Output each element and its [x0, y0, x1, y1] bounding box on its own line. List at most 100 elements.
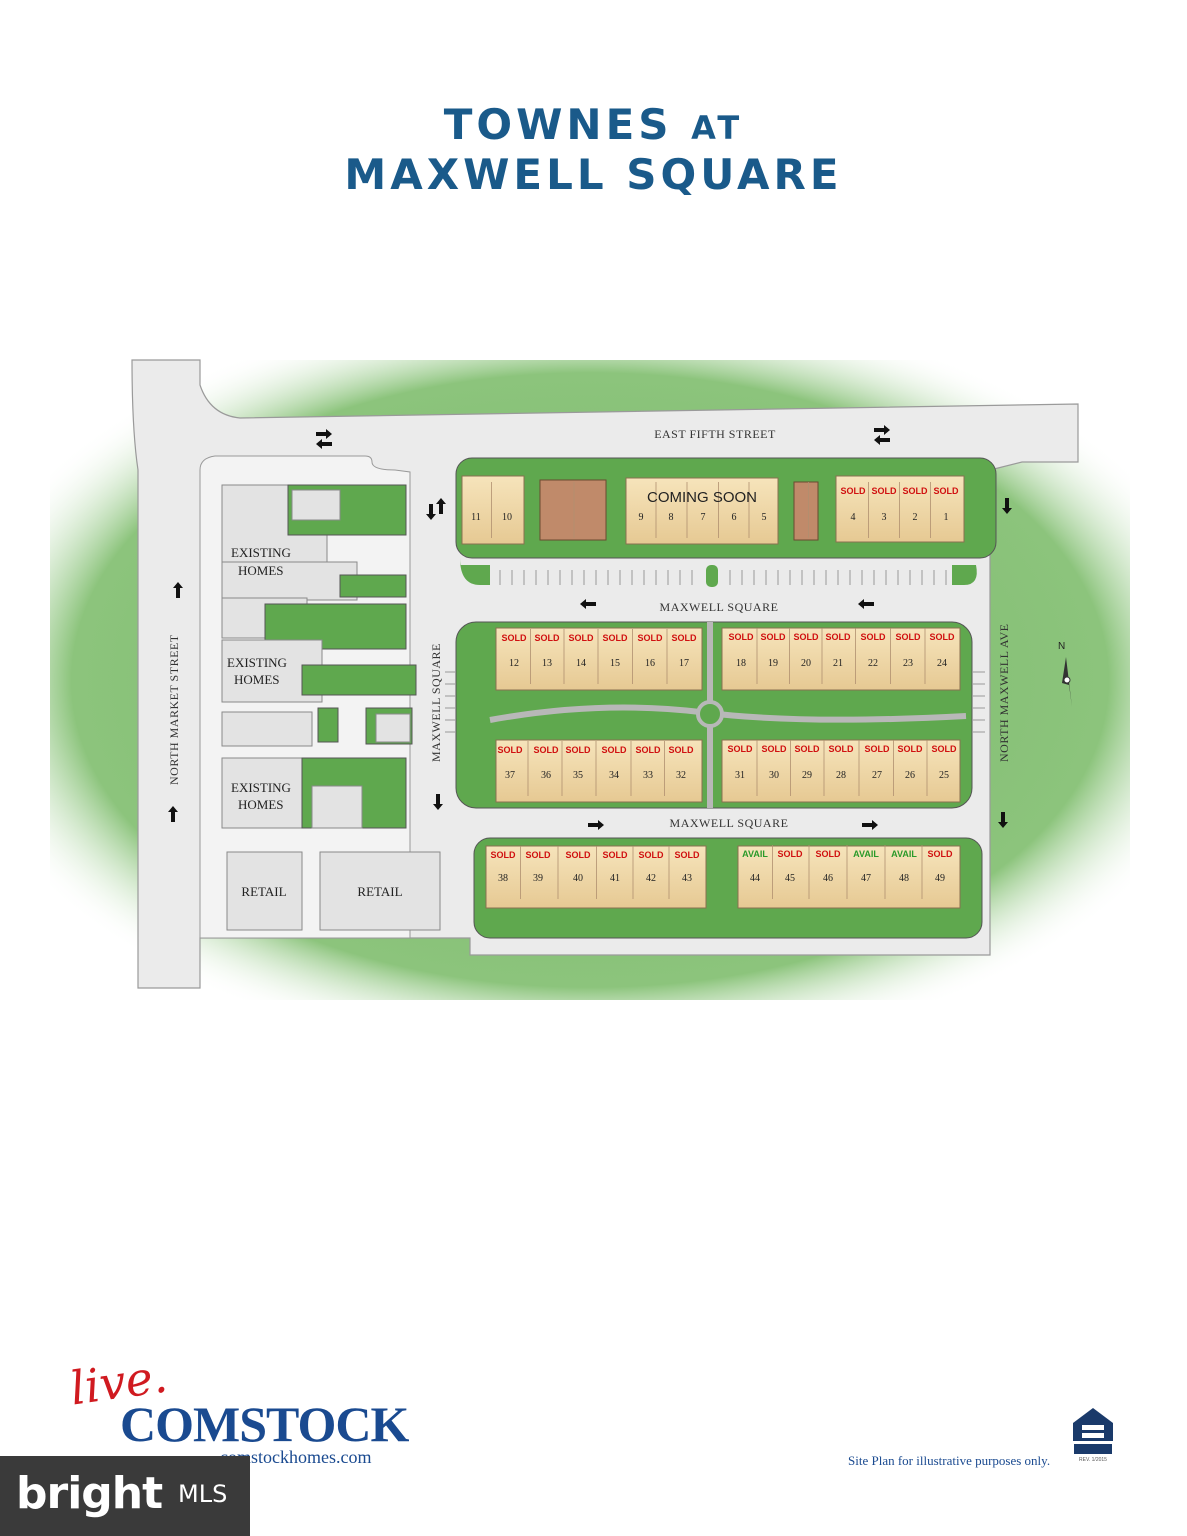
status-sold: SOLD: [760, 632, 786, 642]
status-sold: SOLD: [565, 850, 591, 860]
status-sold: SOLD: [929, 632, 955, 642]
unit-number: 16: [645, 658, 655, 669]
unit-number: 27: [872, 770, 882, 781]
unit-number: 26: [905, 770, 915, 781]
unit-number: 4: [851, 512, 856, 523]
status-sold: SOLD: [927, 849, 953, 859]
arrow-up-icon: [173, 582, 183, 598]
status-sold: SOLD: [828, 744, 854, 754]
unit-number: 18: [736, 658, 746, 669]
title-townes: TOWNES: [443, 100, 673, 149]
existing-label-2a: EXISTING: [227, 655, 287, 670]
existing-building-b: [793, 481, 819, 541]
status-sold: SOLD: [825, 632, 851, 642]
status-sold: SOLD: [534, 633, 560, 643]
unit-number: 10: [502, 512, 512, 523]
unit-number: 3: [882, 512, 887, 523]
street-east-fifth: EAST FIFTH STREET: [654, 427, 776, 441]
planter-mid: [706, 565, 718, 587]
unit-number: 2: [913, 512, 918, 523]
unit-9[interactable]: 9: [639, 512, 644, 523]
unit-number: 11: [471, 512, 481, 523]
equal-housing-icon: REV. 1/2015: [1070, 1405, 1116, 1463]
unit-8[interactable]: 8: [669, 512, 674, 523]
status-sold: SOLD: [565, 745, 591, 755]
unit-11[interactable]: 11: [471, 512, 481, 523]
retail-label-1: RETAIL: [241, 884, 286, 899]
yard-4: [301, 664, 417, 696]
unit-3[interactable]: SOLD 3: [871, 486, 897, 523]
arrow-up-icon: [168, 806, 178, 822]
arrow-right-icon: [588, 820, 604, 830]
arrow-down-icon: [1002, 498, 1012, 514]
unit-number: 14: [576, 658, 586, 669]
street-maxwell-left: MAXWELL SQUARE: [429, 643, 443, 762]
unit-block-38-43: [485, 845, 707, 909]
unit-4[interactable]: SOLD 4: [840, 486, 866, 523]
unit-5[interactable]: 5: [762, 512, 767, 523]
unit-12[interactable]: SOLD 12: [501, 633, 527, 669]
status-sold: SOLD: [840, 486, 866, 496]
status-sold: SOLD: [871, 486, 897, 496]
status-sold: SOLD: [793, 632, 819, 642]
comstock-logo: live. COMSTOCK comstockhomes.com: [67, 1348, 410, 1467]
status-sold: SOLD: [490, 850, 516, 860]
page-title-line2: MAXWELL SQUARE: [344, 150, 843, 199]
unit-number: 49: [935, 873, 945, 884]
unit-number: 36: [541, 770, 551, 781]
unit-block-18-24: [721, 627, 961, 691]
parking-lines-left: [445, 671, 985, 733]
status-sold: SOLD: [501, 633, 527, 643]
unit-number: 12: [509, 658, 519, 669]
unit-38[interactable]: SOLD 38: [490, 850, 516, 884]
arrow-right-icon: [874, 425, 890, 435]
unit-number: 38: [498, 873, 508, 884]
unit-6[interactable]: 6: [732, 512, 737, 523]
unit-49[interactable]: SOLD 49: [927, 849, 953, 884]
unit-28[interactable]: SOLD 28: [828, 744, 854, 781]
status-sold: SOLD: [933, 486, 959, 496]
unit-7[interactable]: 7: [701, 512, 706, 523]
unit-number: 28: [836, 770, 846, 781]
existing-label-1b: HOMES: [238, 563, 284, 578]
coming-soon-label: COMING SOON: [647, 489, 757, 506]
unit-10[interactable]: 10: [502, 512, 512, 523]
